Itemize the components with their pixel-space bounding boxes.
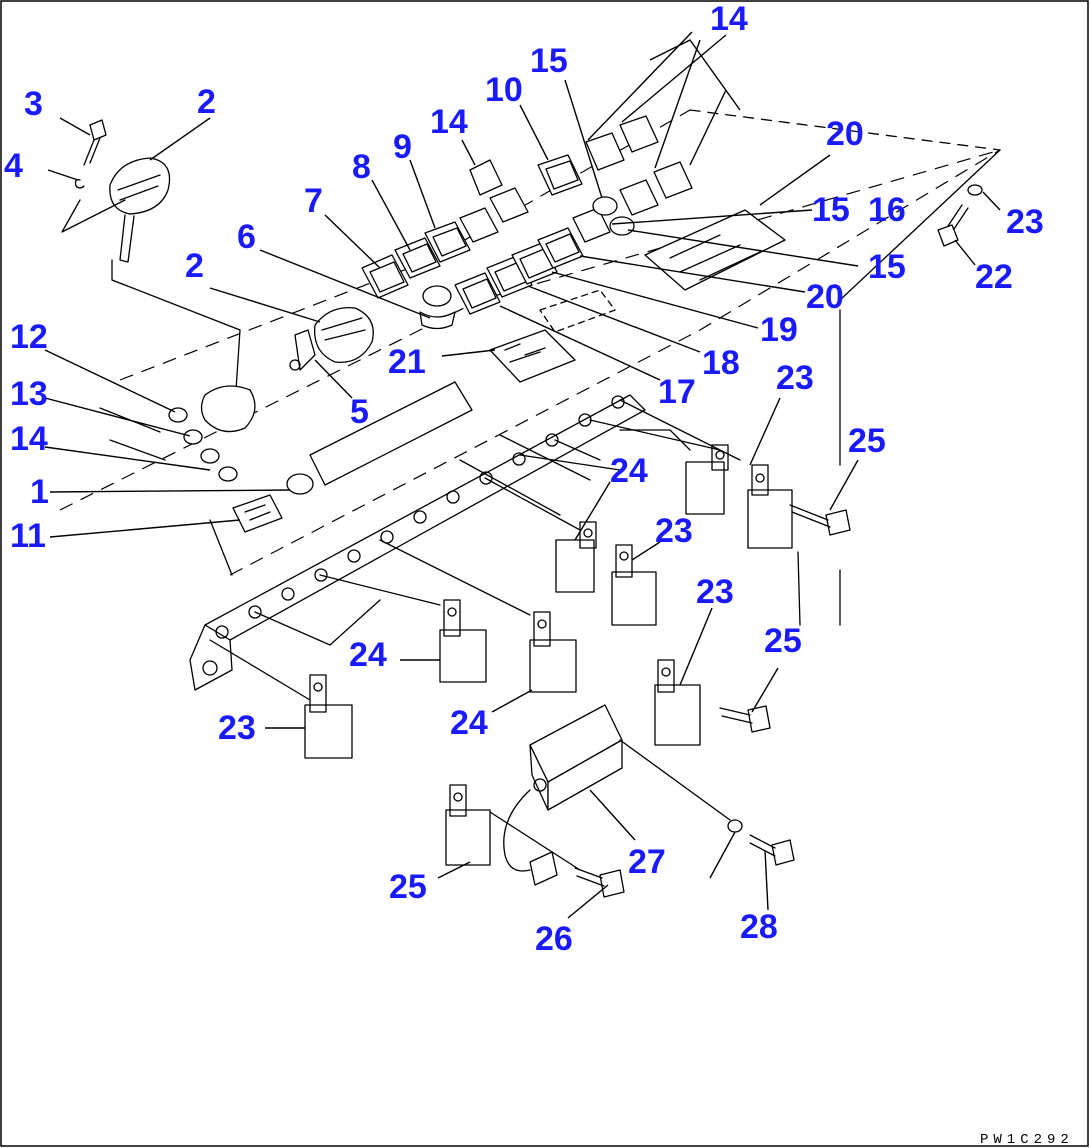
center-knobs — [289, 285, 456, 371]
callout-23: 23 — [776, 359, 814, 397]
callout-14: 14 — [710, 0, 748, 38]
bolt-and-washer — [74, 119, 107, 189]
callout-14: 14 — [10, 420, 48, 458]
callout-5: 5 — [350, 393, 369, 431]
callout-23: 23 — [655, 512, 693, 550]
label-plates — [489, 209, 786, 383]
callout-18: 18 — [702, 344, 740, 382]
callout-19: 19 — [760, 311, 798, 349]
callout-22: 22 — [975, 258, 1013, 296]
callout-9: 9 — [393, 128, 412, 166]
callout-14: 14 — [430, 103, 468, 141]
callout-15: 15 — [812, 191, 850, 229]
callout-26: 26 — [535, 920, 573, 958]
callout-12: 12 — [10, 318, 48, 356]
callout-10: 10 — [485, 71, 523, 109]
callout-21: 21 — [388, 343, 426, 381]
callout-20: 20 — [806, 278, 844, 316]
blank-plugs — [459, 115, 693, 243]
callout-11: 11 — [10, 517, 46, 555]
callout-15: 15 — [530, 42, 568, 80]
callout-7: 7 — [304, 182, 323, 220]
callout-2: 2 — [185, 247, 204, 285]
indicator-lamps — [99, 407, 314, 533]
callout-16: 16 — [868, 191, 906, 229]
callout-1: 1 — [30, 473, 49, 511]
callout-24: 24 — [450, 704, 488, 742]
controller-unit — [503, 704, 623, 886]
rocker-switches — [361, 154, 584, 315]
callout-8: 8 — [352, 148, 371, 186]
leader-lines — [44, 31, 1001, 919]
callout-17: 17 — [658, 373, 696, 411]
callout-23: 23 — [696, 573, 734, 611]
relay-base-strip — [189, 394, 646, 691]
callout-6: 6 — [237, 218, 256, 256]
callout-20: 20 — [826, 115, 864, 153]
callout-23: 23 — [218, 709, 256, 747]
callout-24: 24 — [349, 636, 387, 674]
callout-24: 24 — [610, 452, 648, 490]
key-switch-assembly — [61, 157, 256, 433]
bolt-21-washer-22 — [839, 149, 1001, 301]
callout-25: 25 — [389, 868, 427, 906]
callout-25: 25 — [764, 622, 802, 660]
relays — [209, 399, 793, 866]
mounting-bolts — [489, 309, 851, 898]
callout-13: 13 — [10, 375, 48, 413]
callout-28: 28 — [740, 908, 778, 946]
callout-4: 4 — [4, 147, 23, 185]
callout-23: 23 — [1006, 203, 1044, 241]
callout-27: 27 — [628, 843, 666, 881]
callout-15: 15 — [868, 248, 906, 286]
callout-25: 25 — [848, 422, 886, 460]
callout-3: 3 — [24, 85, 43, 123]
drawing-code: PW1C292 — [980, 1132, 1074, 1148]
callout-2: 2 — [197, 83, 216, 121]
